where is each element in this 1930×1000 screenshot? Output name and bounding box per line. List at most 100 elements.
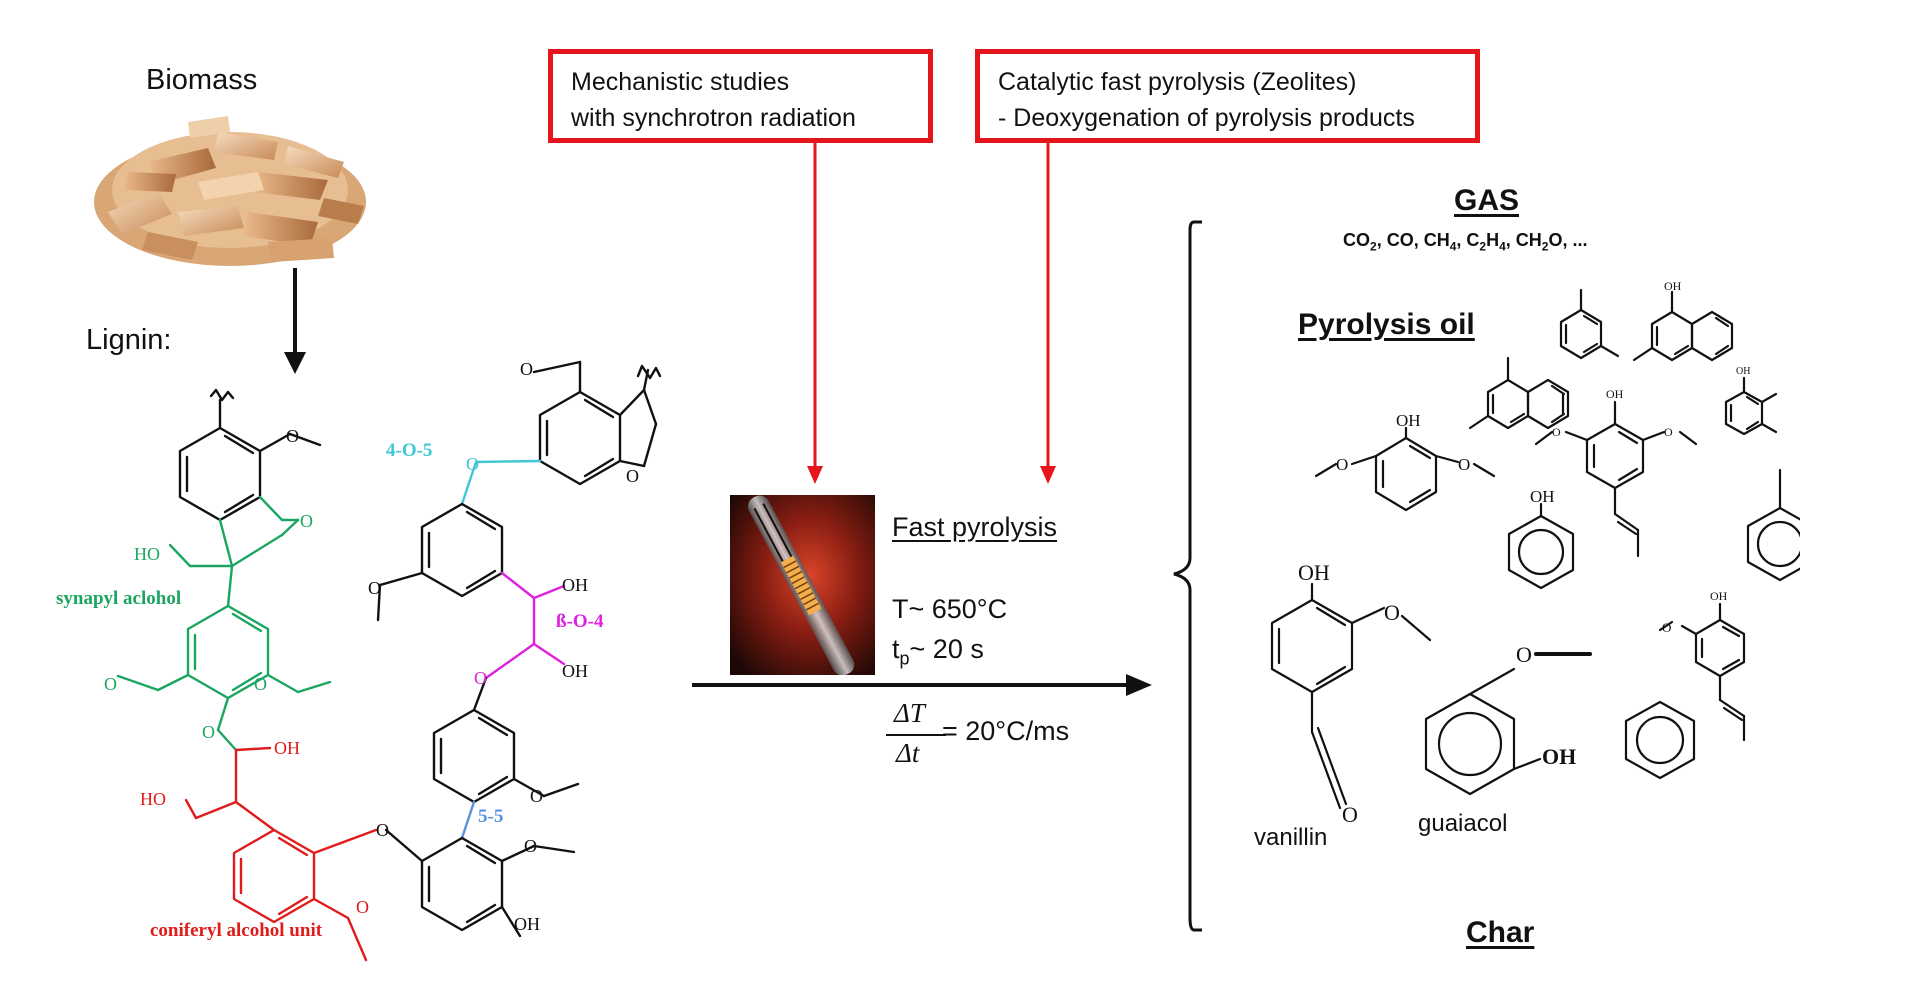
oh-label-2: OH <box>562 575 588 595</box>
isoeugenol-o: O <box>1662 620 1671 635</box>
catalytic-line-2: - Deoxygenation of pyrolysis products <box>998 104 1415 132</box>
gas-subscript: 4 <box>1499 239 1506 254</box>
products-bracket <box>1173 220 1202 932</box>
coniferyl-unit-label: coniferyl alcohol unit <box>150 920 323 941</box>
gas-text: O, ... <box>1548 230 1588 250</box>
pyrolysis-reactor-image <box>730 495 875 675</box>
biomass-title: Biomass <box>146 64 258 96</box>
fraction-bar <box>886 734 946 736</box>
gas-title: GAS <box>1454 184 1520 217</box>
o-label-furan: O <box>300 511 313 531</box>
syringol-prop-o1: O <box>1552 425 1561 439</box>
o-label-8: O <box>474 668 487 688</box>
benzene-molecule <box>1624 700 1696 780</box>
o-label-10: O <box>368 578 381 598</box>
o-label-1: O <box>286 426 299 446</box>
propenyl-syringol-molecule <box>1534 400 1698 558</box>
gas-text: , CO, CH <box>1376 230 1450 250</box>
heating-rate-value: = 20°C/ms <box>942 716 1070 746</box>
o-label-2: O <box>520 360 533 379</box>
middle-aromatic-ring <box>376 502 504 622</box>
heating-rate: ΔT Δt = 20°C/ms <box>880 698 1100 778</box>
gas-list: CO2, CO, CH4, C2H4, CH2O, ... <box>1343 230 1587 254</box>
oh-label-1: OH <box>274 738 300 758</box>
pyrolysis-oil-title: Pyrolysis oil <box>1298 308 1475 341</box>
phenol-molecule <box>1507 502 1575 590</box>
synapyl-unit-label: synapyl aclohol <box>56 588 181 609</box>
guaiacol-o: O <box>1516 642 1532 667</box>
vanillin-o: O <box>1384 600 1400 625</box>
syringol-oh: OH <box>1396 411 1421 430</box>
syringol-prop-oh: OH <box>1606 387 1624 401</box>
naphthol-oh: OH <box>1664 279 1682 293</box>
residence-time-value: ~ 20 s <box>909 634 984 664</box>
biomass-to-lignin-arrow <box>284 268 306 374</box>
isoeugenol-oh: OH <box>1710 589 1728 603</box>
red-arrows <box>807 143 1056 484</box>
o-label-5: O <box>202 722 215 742</box>
guaiacol-molecule <box>1424 667 1542 796</box>
gas-subscript: 2 <box>1541 239 1549 254</box>
o-label-9: O <box>466 454 479 474</box>
toluene-molecule <box>1746 468 1800 582</box>
o-label-6: O <box>376 820 389 840</box>
dimethylphenol-molecule <box>1724 376 1778 436</box>
o-label-11: O <box>530 786 543 806</box>
o-label-12: O <box>524 836 537 856</box>
ho-label-1: HO <box>134 544 160 564</box>
biomass-image <box>94 116 366 266</box>
guaiacol-label: guaiacol <box>1418 810 1508 837</box>
temperature-label: T~ 650°C <box>892 594 1008 624</box>
oh-label-4: OH <box>514 914 540 934</box>
product-molecules: OH OH OH O O OH OH O O OH O OH O O O OH <box>1270 279 1800 827</box>
main-reaction-arrow <box>692 674 1152 696</box>
methylnaphthalene-molecule <box>1468 356 1570 430</box>
bottom-aromatic-ring <box>384 828 576 938</box>
linkage-4o5-label: 4-O-5 <box>386 440 432 461</box>
linkage-bo4-bond <box>484 571 566 680</box>
linkage-bo4-label: ß-O-4 <box>556 611 604 632</box>
residence-time-label: tp~ 20 s <box>892 634 984 669</box>
gas-subscript: 4 <box>1449 239 1457 254</box>
coniferyl-unit <box>184 746 378 962</box>
mechanistic-studies-box: Mechanistic studies with synchrotron rad… <box>548 49 933 143</box>
top-left-aromatic-ring <box>178 388 322 522</box>
mechanistic-line-2: with synchrotron radiation <box>571 104 856 132</box>
catalytic-pyrolysis-box: Catalytic fast pyrolysis (Zeolites) - De… <box>975 49 1480 143</box>
gas-subscript: 2 <box>1479 239 1487 254</box>
syringol-prop-o2: O <box>1664 425 1673 439</box>
gas-text: H <box>1486 230 1500 250</box>
gas-subscript: 2 <box>1370 239 1377 254</box>
heating-rate-numerator: ΔT <box>894 698 925 728</box>
vanillin-aldehyde-o: O <box>1342 802 1358 827</box>
heating-rate-denominator: Δt <box>896 738 920 768</box>
dimethylphenol-oh: OH <box>1736 366 1750 377</box>
residence-time-t: t <box>892 634 900 664</box>
mechanistic-line-1: Mechanistic studies <box>571 68 790 96</box>
lignin-label: Lignin: <box>86 324 172 356</box>
linkage-55-bond <box>460 800 476 840</box>
methyl-naphthol-molecule <box>1632 290 1734 362</box>
o-label-furan-2: O <box>626 466 639 486</box>
fast-pyrolysis-title: Fast pyrolysis <box>892 512 1058 542</box>
o-label-3: O <box>104 674 117 694</box>
linkage-55-label: 5-5 <box>478 806 503 827</box>
residence-time-sub: p <box>899 648 910 669</box>
synapyl-furan-ring <box>168 495 300 608</box>
xylene-molecule <box>1559 288 1620 360</box>
o-label-4: O <box>254 674 267 694</box>
guaiacol-oh: OH <box>1542 744 1576 769</box>
gas-text: , CH <box>1505 230 1542 250</box>
syringol-o2: O <box>1458 455 1470 474</box>
lignin-structure: O O O O HO O O O OH HO O O OH OH O O O O… <box>56 360 662 962</box>
top-right-aromatic-ring <box>532 360 662 486</box>
char-title: Char <box>1466 916 1535 949</box>
gas-text: , C <box>1456 230 1480 250</box>
linkage-4o5-bond <box>460 459 542 506</box>
lower-aromatic-ring <box>432 676 580 804</box>
syringol-molecule <box>1314 426 1496 512</box>
vanillin-molecule <box>1270 582 1432 810</box>
oh-label-3: OH <box>562 661 588 681</box>
o-label-7: O <box>356 897 369 917</box>
catalytic-line-1: Catalytic fast pyrolysis (Zeolites) <box>998 68 1357 96</box>
